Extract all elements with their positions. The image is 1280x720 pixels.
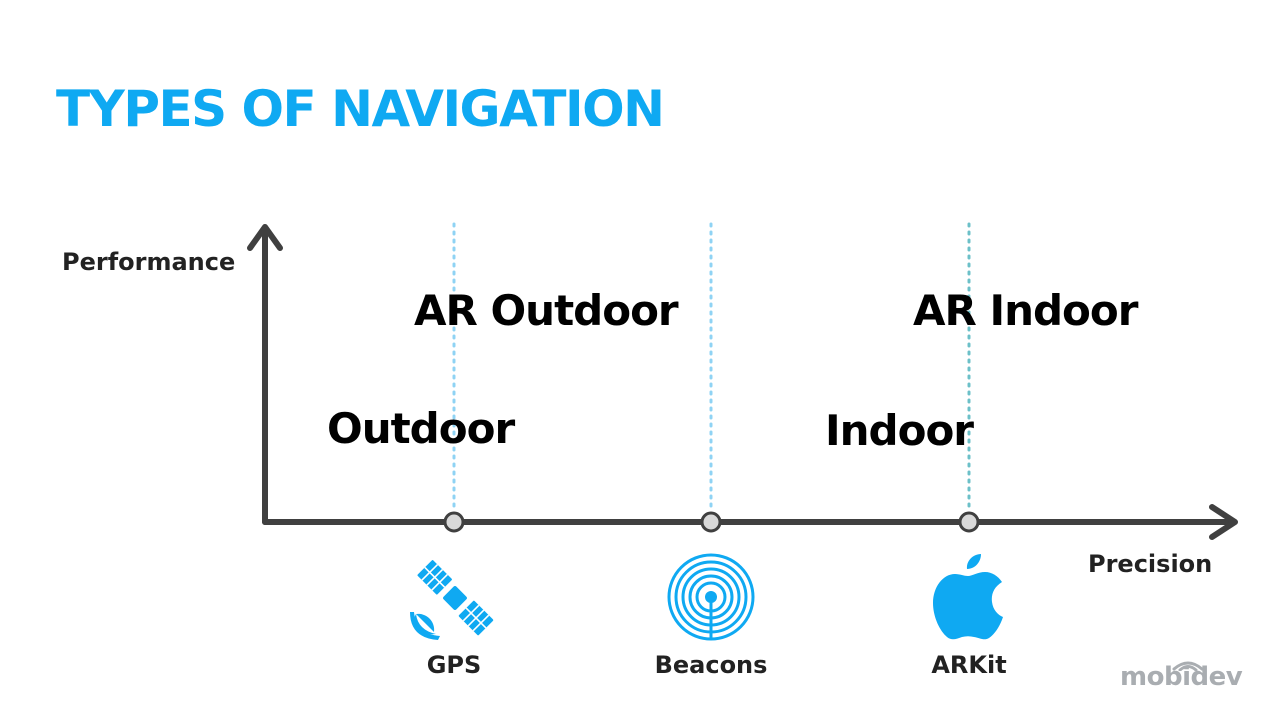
ar-outdoor-label: AR Outdoor <box>414 286 679 335</box>
logo-wifi-icon <box>1172 661 1204 671</box>
x-axis-arrowhead <box>1209 504 1238 540</box>
beacon-icon <box>667 553 755 641</box>
beacons-axis-marker <box>700 511 722 533</box>
gps-axis-marker <box>443 511 465 533</box>
beacons-label: Beacons <box>654 651 768 679</box>
arkit-axis-marker <box>958 511 980 533</box>
outdoor-label: Outdoor <box>327 404 515 453</box>
apple-icon <box>933 554 1003 640</box>
x-axis-label: Precision <box>1088 550 1213 578</box>
satellite-icon <box>410 560 494 640</box>
y-axis-label: Performance <box>62 248 236 276</box>
ar-indoor-label: AR Indoor <box>913 286 1138 335</box>
indoor-label: Indoor <box>825 406 974 455</box>
mobidev-logo: mobidev <box>1120 662 1243 692</box>
slide-title: TYPES OF NAVIGATION <box>56 80 665 138</box>
y-axis-arrowhead <box>247 224 283 251</box>
gps-label: GPS <box>426 651 482 679</box>
arkit-label: ARKit <box>931 651 1007 679</box>
